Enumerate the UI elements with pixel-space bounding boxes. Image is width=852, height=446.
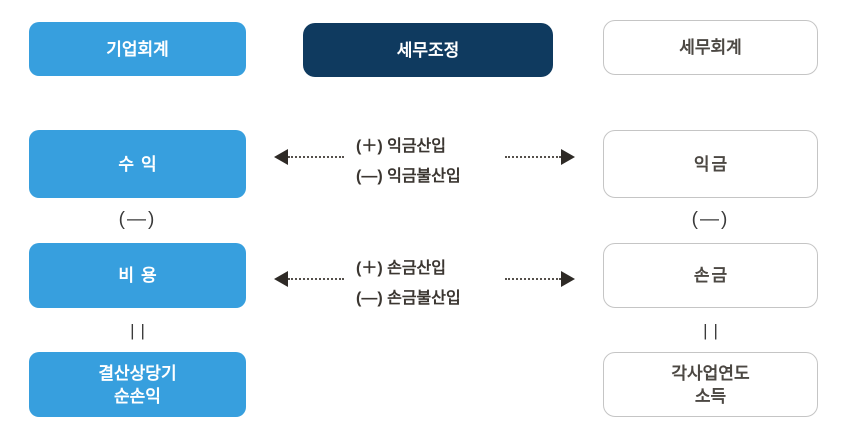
arrowhead-right-icon (561, 271, 575, 287)
equals-operator-left: || (130, 321, 151, 340)
header-corporate-accounting: 기업회계 (29, 22, 246, 76)
dotted-line (505, 156, 561, 158)
equals-operator-right: || (703, 321, 724, 340)
header-tax-accounting-label: 세무회계 (679, 38, 742, 57)
arrowhead-left-icon (274, 149, 288, 165)
arrowhead-left-icon (274, 271, 288, 287)
adjustment-expense-exclusion: (—) 손금불산입 (356, 290, 461, 307)
dotted-line (288, 278, 344, 280)
dotted-arrow-left-icon (274, 149, 344, 165)
box-net-income: 결산상당기 순손익 (29, 352, 246, 417)
box-revenue: 수익 (29, 130, 246, 198)
adjustment-income-exclusion: (—) 익금불산입 (356, 168, 461, 185)
adjustment-expense-inclusion: (＋) 손금산입 (356, 260, 446, 277)
adjustment-text-income: (＋) 익금산입 (—) 익금불산입 (356, 132, 526, 192)
box-gross-income: 익금 (603, 130, 818, 198)
adjustment-income-inclusion: (＋) 익금산입 (356, 138, 446, 155)
adjustment-text-expense: (＋) 손금산입 (—) 손금불산입 (356, 254, 526, 314)
box-deductions: 손금 (603, 243, 818, 308)
header-tax-adjustment-label: 세무조정 (396, 40, 460, 60)
box-net-income-line1: 결산상당기 (98, 363, 177, 383)
box-taxable-income-line1: 각사업연도 (671, 363, 750, 383)
dotted-arrow-left-icon (274, 271, 344, 287)
dotted-arrow-right-icon (505, 271, 575, 287)
arrowhead-right-icon (561, 149, 575, 165)
box-taxable-income-line2: 소득 (694, 386, 727, 406)
box-expense: 비용 (29, 243, 246, 308)
header-corporate-accounting-label: 기업회계 (106, 39, 169, 59)
box-taxable-income: 각사업연도 소득 (603, 352, 818, 417)
header-tax-accounting: 세무회계 (603, 20, 818, 75)
header-tax-adjustment: 세무조정 (303, 23, 553, 77)
box-revenue-label: 수익 (118, 154, 164, 174)
minus-operator-right: (—) (691, 209, 730, 230)
minus-operator-left: (—) (118, 209, 157, 230)
box-expense-label: 비용 (118, 266, 164, 285)
box-gross-income-label: 익금 (693, 154, 730, 174)
box-deductions-label: 손금 (693, 266, 730, 285)
dotted-line (505, 278, 561, 280)
box-net-income-line2: 순손익 (114, 386, 161, 406)
dotted-arrow-right-icon (505, 149, 575, 165)
dotted-line (288, 156, 344, 158)
